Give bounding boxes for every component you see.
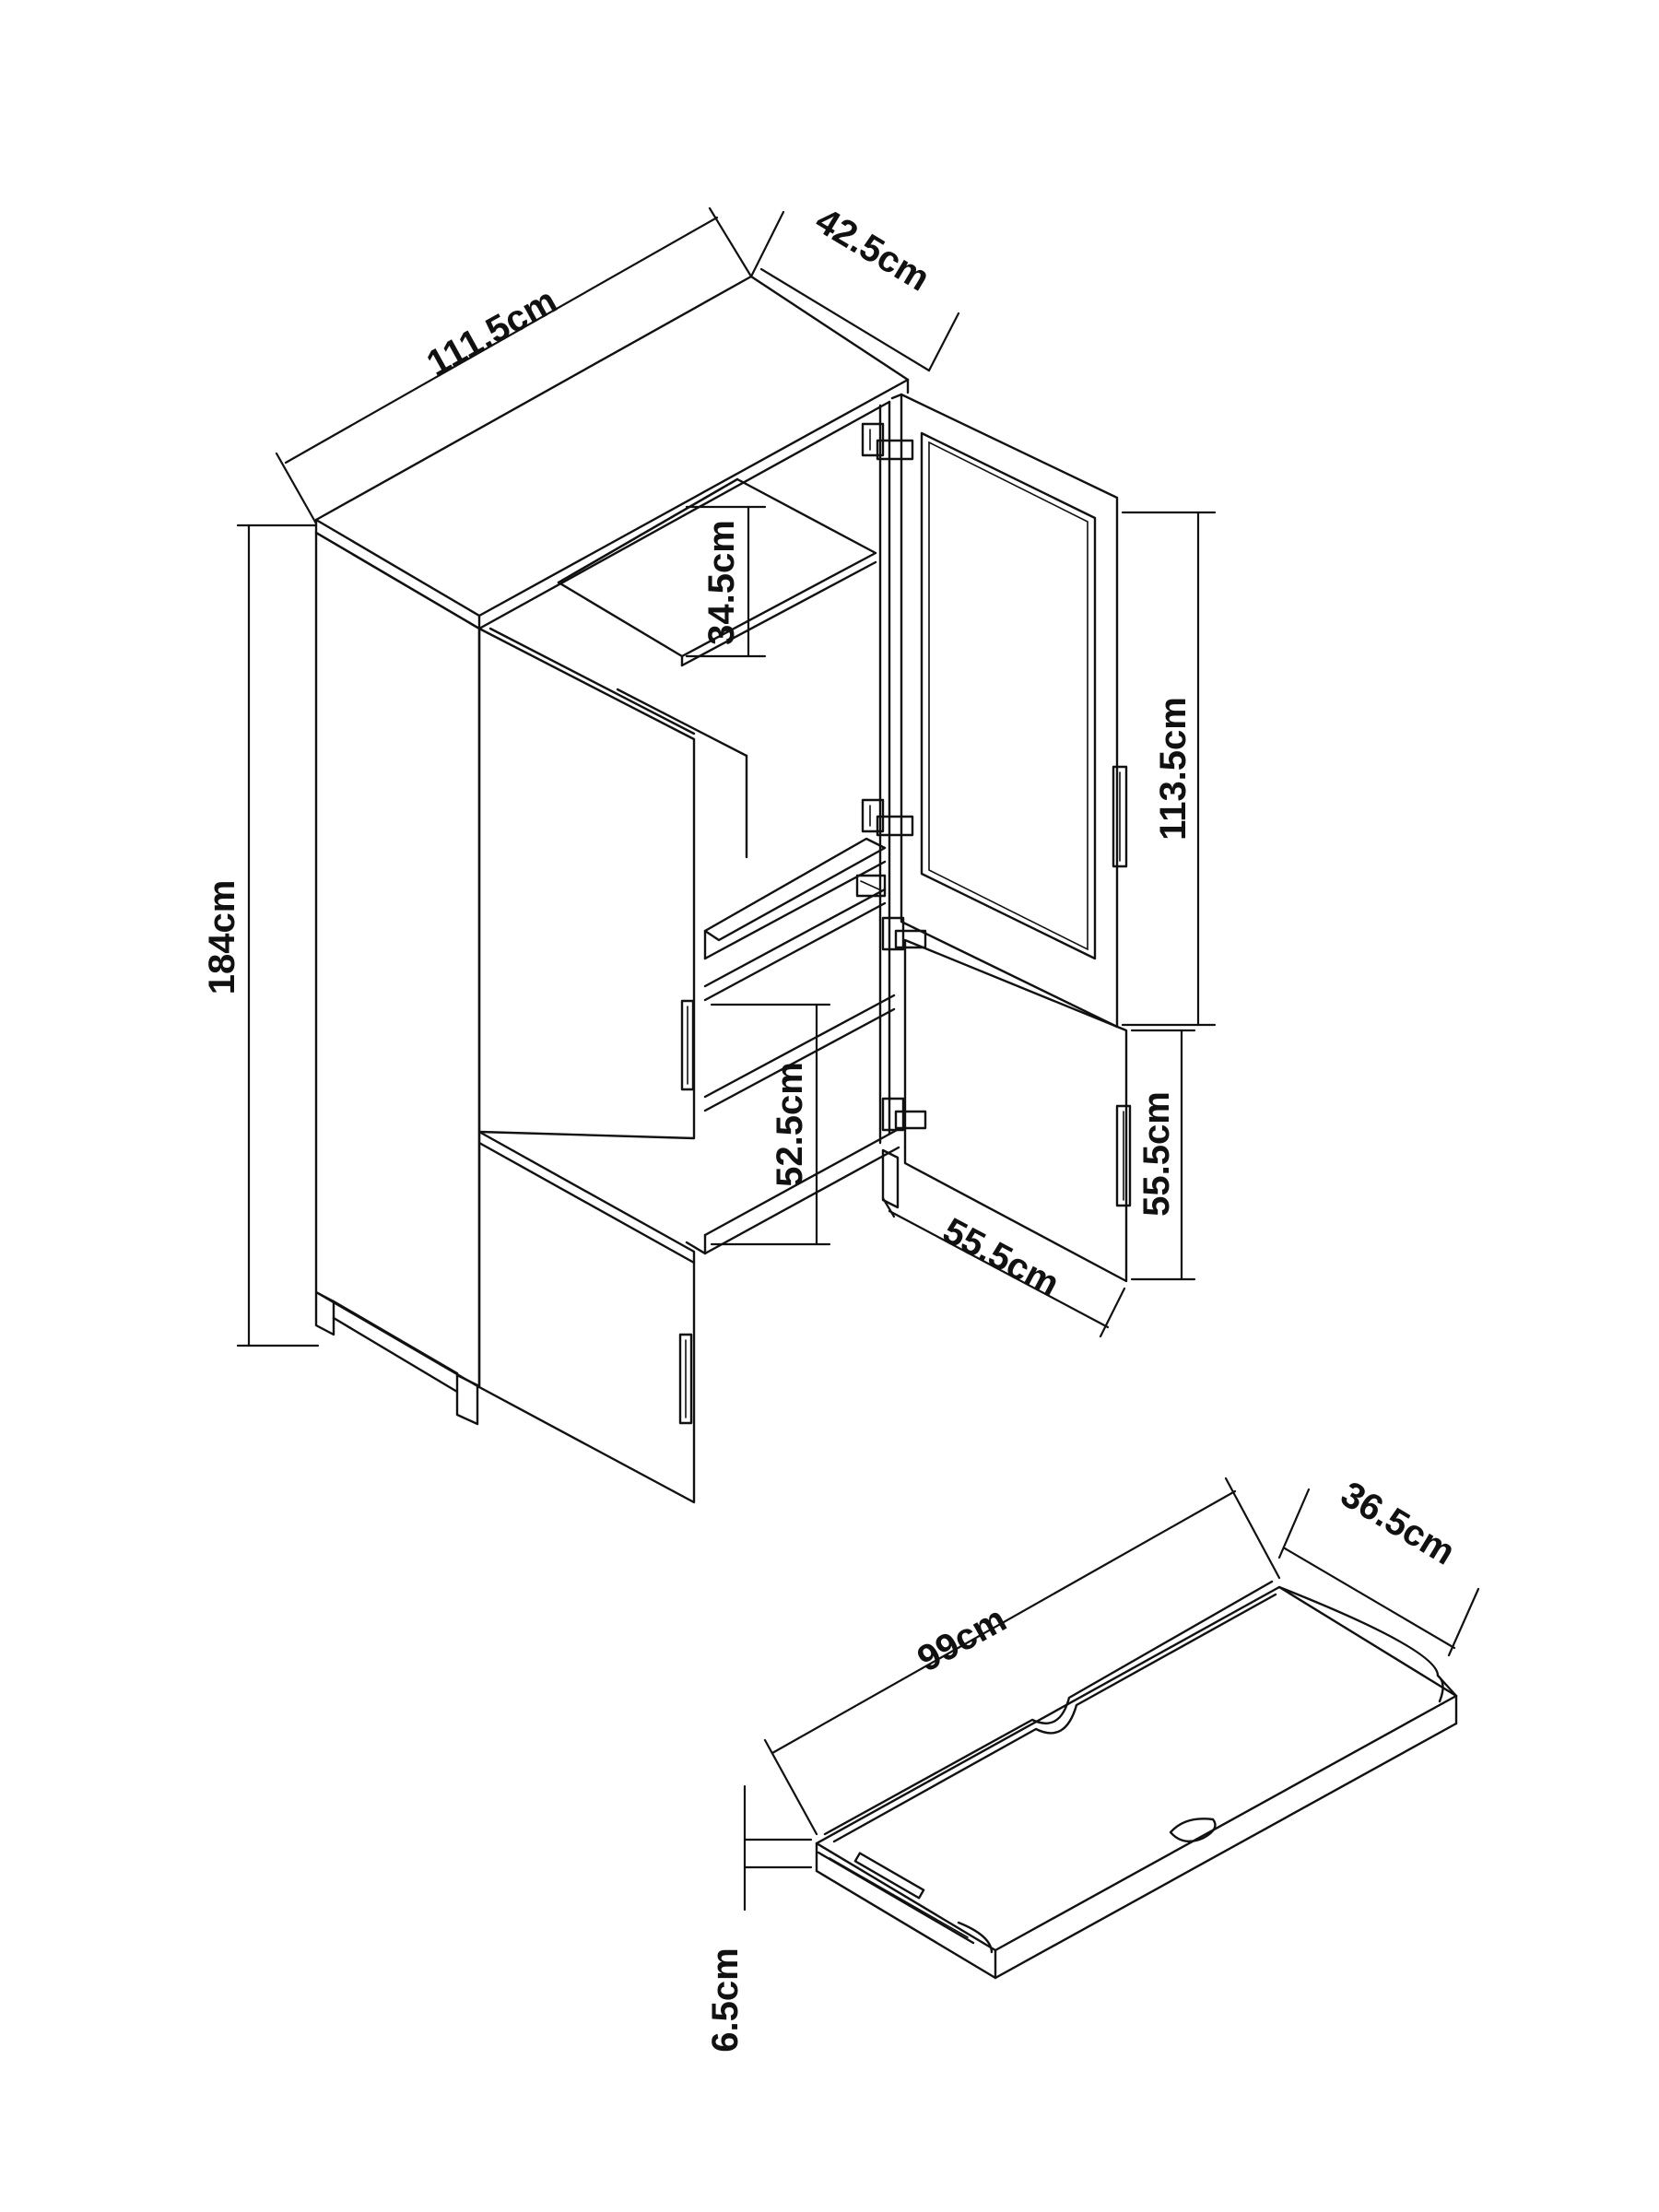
cabinet-height-label: 184cm <box>202 880 242 995</box>
tray-depth-label: 36.5cm <box>1334 1474 1462 1573</box>
rear-right-foot <box>881 1148 900 1209</box>
middle-shelf <box>703 837 887 942</box>
lower-right-door <box>903 938 1128 1283</box>
upper-door-height-label: 113.5cm <box>1153 697 1194 841</box>
lower-right-door-handle <box>1115 1104 1132 1207</box>
hinge-icon <box>881 916 927 951</box>
tray-finger-hole <box>1169 1818 1217 1843</box>
cabinet-depth-label: 42.5cm <box>808 200 936 300</box>
upper-left-door-handle <box>680 999 695 1091</box>
hinge-icon <box>861 798 914 837</box>
tray-back-rim <box>823 1580 1274 1836</box>
hinge-icon <box>861 422 914 461</box>
cabinet-width-label: 111.5cm <box>420 280 564 384</box>
tray-dimensions: 99cm 36.5cm 6.5cm <box>705 1474 1480 2053</box>
lower-compartment-depth-label: 55.5cm <box>936 1210 1065 1305</box>
tray-base <box>815 1585 1458 1952</box>
upper-right-glass-door <box>900 393 1119 1029</box>
cabinet-dimensions: 111.5cm 42.5cm 184cm 34.5cm 113.5cm 52.5… <box>202 200 1217 1347</box>
front-left-foot <box>314 1290 335 1336</box>
cabinet-left-side <box>314 531 481 1389</box>
cabinet-top <box>314 275 910 618</box>
glass-panel <box>920 431 1097 960</box>
lower-door-height-label: 55.5cm <box>1136 1091 1177 1217</box>
cabinet-drawing <box>314 275 1132 1504</box>
tray-height-label: 6.5cm <box>705 1947 746 2052</box>
hinge-icon <box>881 1097 927 1132</box>
tray-drawing <box>815 1580 1458 1980</box>
drawer-runner-icon <box>855 874 887 898</box>
upper-right-door-handle <box>1112 765 1128 868</box>
upper-left-door <box>477 627 696 1140</box>
lower-compartment-height-label: 52.5cm <box>770 1062 810 1187</box>
tray-width-label: 99cm <box>911 1599 1013 1680</box>
upper-shelf <box>557 477 877 658</box>
front-right-foot <box>455 1373 479 1426</box>
tray-runner <box>853 1852 925 1900</box>
lower-left-door <box>477 1130 696 1504</box>
lower-left-door-handle <box>678 1333 693 1425</box>
upper-shelf-gap-label: 34.5cm <box>701 520 742 645</box>
